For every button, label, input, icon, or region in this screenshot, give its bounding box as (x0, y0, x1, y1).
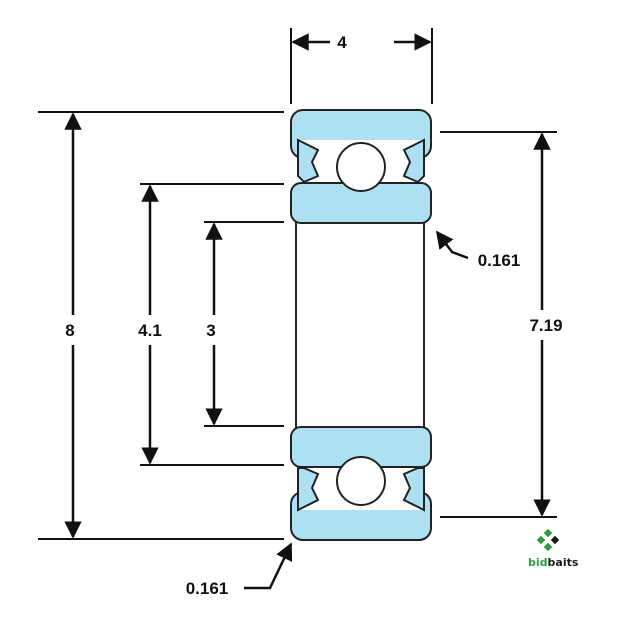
chamfer-leader-bottom (244, 542, 293, 590)
shoulder-diameter-label: 4.1 (138, 321, 162, 340)
svg-text:bidbaits: bidbaits (528, 556, 579, 569)
chamfer-top-label: 0.161 (478, 251, 521, 270)
bore-label: 3 (206, 321, 215, 340)
logo-mark-icon (536, 528, 560, 552)
seal-left-bottom (297, 467, 320, 512)
logo-text-baits: baits (548, 556, 579, 569)
bearing-section (290, 109, 432, 541)
seal-right-bottom (402, 467, 425, 512)
ball-top (336, 142, 386, 192)
chamfer-leader-top (435, 230, 469, 260)
seal-right-top (402, 138, 425, 184)
bidbaits-logo: bidbaits (528, 528, 579, 569)
seal-left-top (297, 138, 320, 184)
chamfer-bottom-label: 0.161 (186, 579, 229, 598)
ball-bottom (336, 456, 386, 506)
logo-text-bid: bid (528, 556, 548, 569)
outer-shoulder-diameter-label: 7.19 (529, 316, 562, 335)
outer-diameter-label: 8 (65, 321, 74, 340)
width-label: 4 (337, 33, 347, 52)
